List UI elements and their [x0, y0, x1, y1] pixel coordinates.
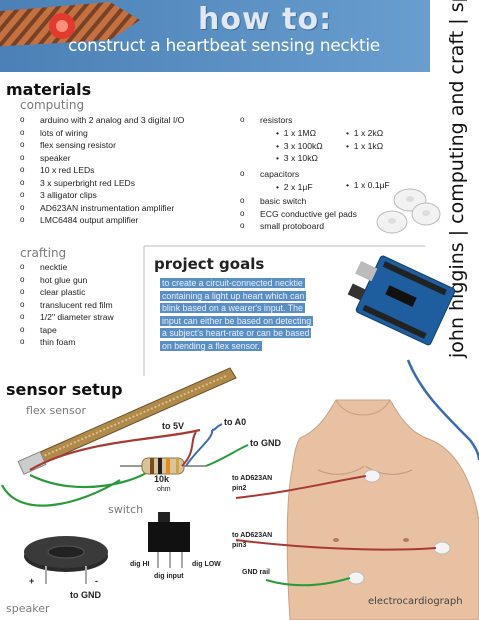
capacitor-value: • 2 x 1μF — [276, 182, 313, 192]
ecg-pad-icon — [347, 571, 365, 585]
speaker-label: speaker — [6, 602, 50, 615]
list-item: ECG conductive gel pads — [236, 208, 357, 221]
capacitor-value: • 1 x 0.1μF — [346, 180, 390, 190]
list-item: 10 x red LEDs — [16, 164, 184, 177]
ecg-label: electrocardiograph — [368, 596, 463, 607]
switch-label: switch — [108, 503, 144, 516]
list-item: tape — [16, 324, 114, 337]
header-banner: how to: construct a heartbeat sensing ne… — [0, 0, 430, 72]
speaker-minus-label: - — [95, 576, 98, 586]
capacitors-col2: • 1 x 0.1μF — [346, 179, 390, 192]
computing-list: arduino with 2 analog and 3 digital I/O … — [16, 114, 184, 227]
resistor-value-label: 10k — [154, 474, 170, 484]
dig-low-label: dig LOW — [192, 561, 221, 568]
author-sidebar: john higgins | computing and craft | spr… — [436, 0, 476, 358]
page-subtitle: construct a heartbeat sensing necktie — [68, 36, 380, 56]
resistor-value: • 3 x 10kΩ — [276, 153, 318, 163]
resistor-unit-label: ohm — [157, 486, 171, 493]
to-a0-label: to A0 — [224, 417, 247, 427]
resistors-col1: • 1 x 1MΩ • 3 x 100kΩ • 3 x 10kΩ — [276, 127, 323, 165]
list-item: 3 x superbright red LEDs — [16, 177, 184, 190]
speaker-gnd-label: to GND — [70, 590, 101, 600]
list-item: hot glue gun — [16, 274, 114, 287]
list-item: flex sensing resistor — [16, 139, 184, 152]
project-goals-text: to create a circuit-connected necktie co… — [160, 278, 314, 351]
flex-sensor-label: flex sensor — [26, 404, 86, 417]
dig-hi-label: dig HI — [130, 561, 150, 568]
page-title: how to: — [198, 2, 333, 37]
capacitors-list: capacitors — [236, 168, 299, 181]
author-line: john higgins | computing and craft | spr… — [446, 0, 468, 358]
list-item: resistors — [236, 114, 292, 127]
ecg-pad-icon — [363, 469, 381, 483]
list-item: small protoboard — [236, 220, 357, 233]
list-item: clear plastic — [16, 286, 114, 299]
materials-heading: materials — [6, 80, 92, 99]
project-goals-heading: project goals — [154, 255, 265, 273]
list-item: capacitors — [236, 168, 299, 181]
crafting-heading: crafting — [20, 246, 67, 260]
list-item: necktie — [16, 261, 114, 274]
other-parts-list: basic switch ECG conductive gel pads sma… — [236, 195, 357, 233]
list-item: arduino with 2 analog and 3 digital I/O — [16, 114, 184, 127]
resistor-value: • 3 x 100kΩ — [276, 140, 323, 151]
list-item: thin foam — [16, 336, 114, 349]
speaker-plus-label: + — [29, 576, 35, 586]
list-item: basic switch — [236, 195, 357, 208]
list-item: lots of wiring — [16, 127, 184, 140]
gnd-rail-label: GND rail — [242, 569, 271, 576]
resistor-value: • 1 x 1MΩ — [276, 128, 317, 138]
list-item: 3 alligator clips — [16, 189, 184, 202]
sensor-setup-heading: sensor setup — [6, 380, 123, 399]
resistor-value: • 1 x 1kΩ — [346, 140, 384, 151]
list-item: translucent red film — [16, 299, 114, 312]
necktie-illustration — [0, 2, 140, 47]
computing-heading: computing — [20, 98, 85, 112]
switch-icon — [148, 512, 190, 568]
resistors-list: resistors — [236, 114, 292, 127]
list-item: 1/2" diameter straw — [16, 311, 114, 324]
list-item: AD623AN instrumentation amplifier — [16, 202, 184, 215]
dig-input-label: dig input — [154, 573, 184, 580]
resistor-icon — [120, 457, 206, 475]
to-gnd-label: to GND — [250, 438, 281, 448]
resistor-value: • 1 x 2kΩ — [346, 128, 384, 138]
resistors-col2: • 1 x 2kΩ • 1 x 1kΩ — [346, 127, 383, 152]
list-item: speaker — [16, 152, 184, 165]
crafting-list: necktie hot glue gun clear plastic trans… — [16, 261, 114, 349]
ecg-pad-icon — [433, 541, 451, 555]
list-item: LMC6484 output amplifier — [16, 214, 184, 227]
capacitors-col1: • 2 x 1μF — [276, 181, 313, 194]
gel-pads-icon — [376, 188, 441, 234]
torso-illustration — [286, 399, 479, 620]
to-5v-label: to 5V — [162, 421, 185, 431]
